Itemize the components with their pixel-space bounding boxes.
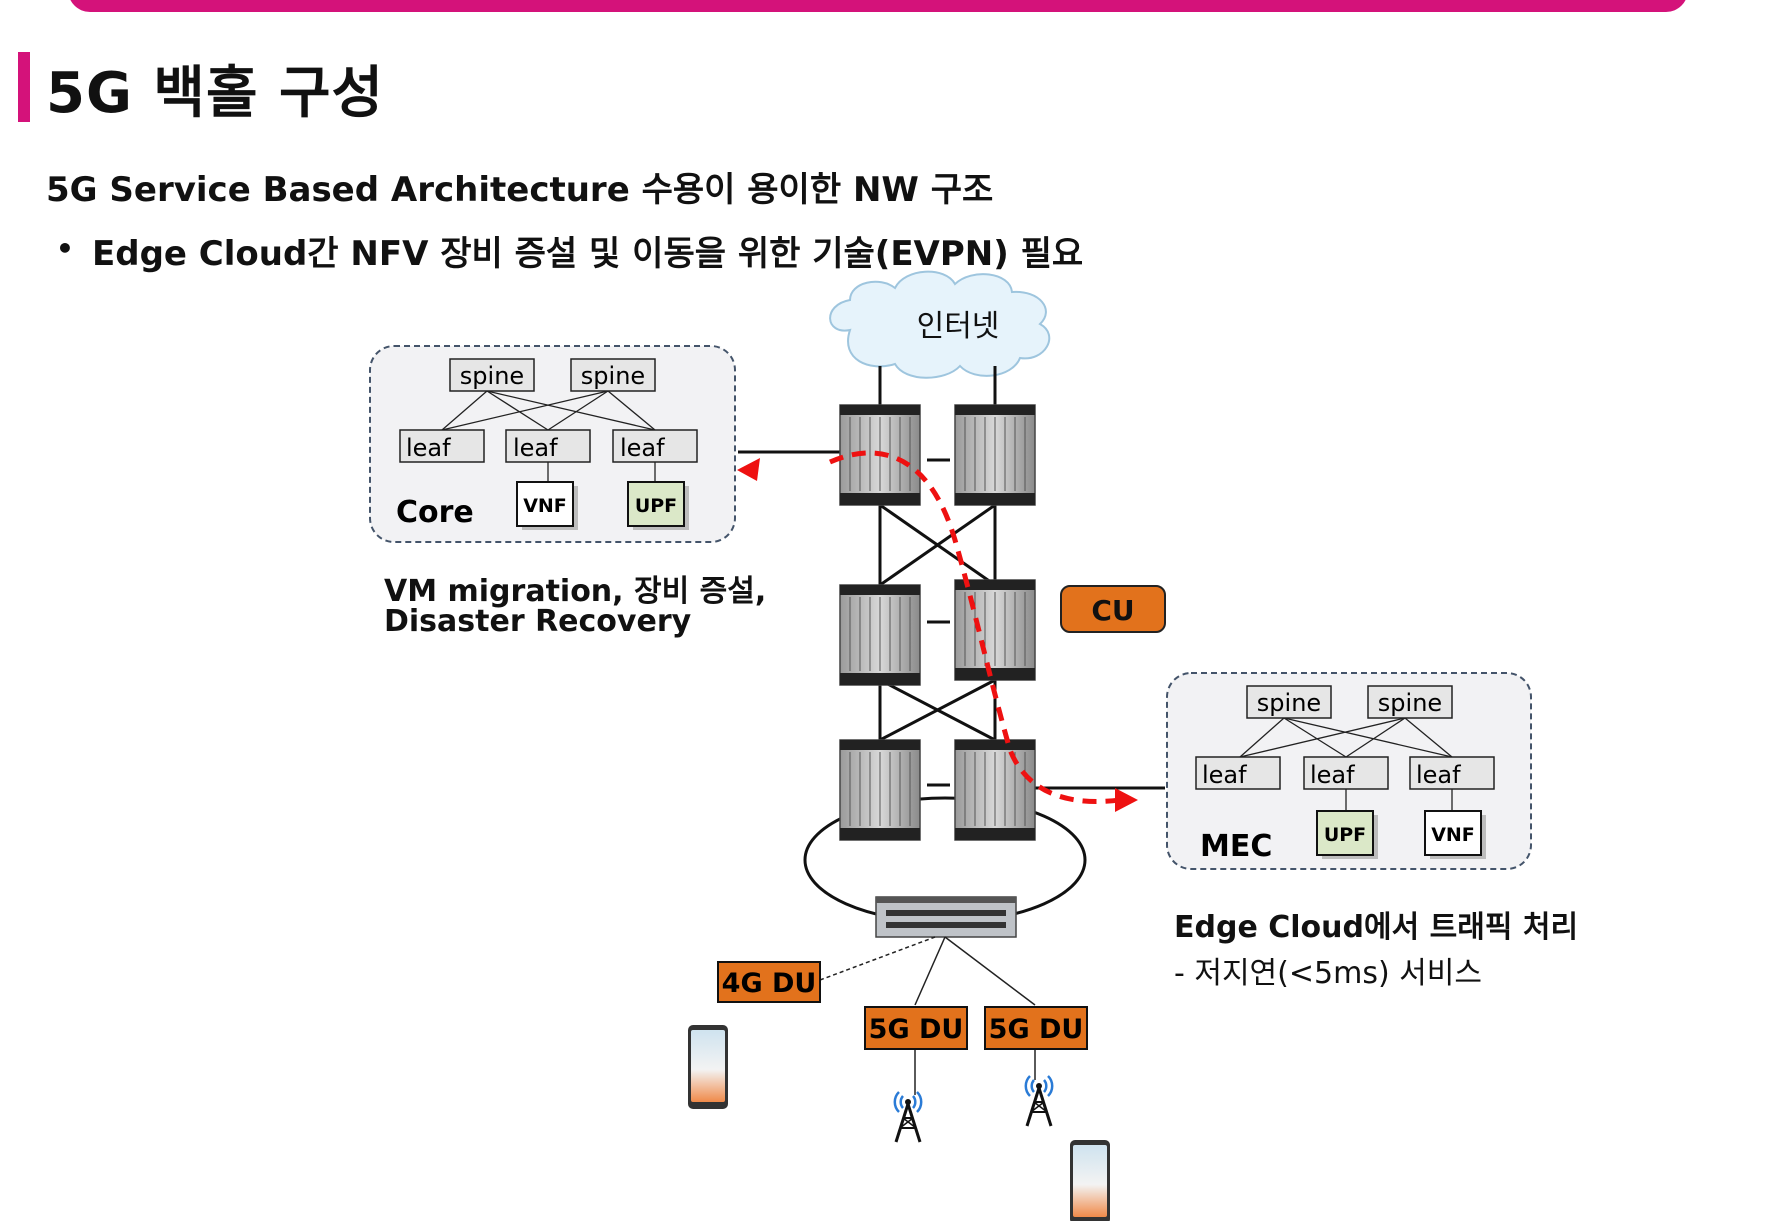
mec-upf-label: UPF — [1324, 824, 1366, 846]
core-caption-line2: Disaster Recovery — [384, 604, 692, 639]
router-links — [738, 366, 1165, 924]
mec-cluster — [1166, 672, 1532, 870]
core-name-label: Core — [396, 495, 474, 530]
core-cluster — [369, 345, 736, 543]
core-spine-label: spine — [581, 362, 645, 390]
migration-arrow — [828, 450, 1121, 804]
core-caption-line1: VM migration, 장비 증설, — [384, 574, 767, 609]
du-5g-label: 5G DU — [989, 1014, 1084, 1045]
core-upf-label: UPF — [635, 495, 677, 517]
mec-leaf-label: leaf — [1416, 761, 1461, 789]
switch-icon — [875, 896, 1017, 938]
mec-leaf-label: leaf — [1310, 761, 1355, 789]
top-accent-bar — [68, 0, 1688, 12]
mec-spine-label: spine — [1257, 689, 1321, 717]
du-links — [819, 936, 1036, 1095]
core-leaf-label: leaf — [513, 434, 558, 462]
title-accent-bar — [18, 52, 30, 122]
mec-caption-line2: - 저지연(<5ms) 서비스 — [1174, 956, 1482, 991]
core-leaf-label: leaf — [620, 434, 665, 462]
arrowhead-left — [737, 458, 760, 481]
cell-tower-icon — [1024, 1074, 1054, 1128]
cu-box — [1060, 585, 1166, 633]
mec-spine-label: spine — [1378, 689, 1442, 717]
bullet-text: Edge Cloud간 NFV 장비 증설 및 이동을 위한 기술(EVPN) … — [92, 234, 1084, 274]
cu-label: CU — [1091, 594, 1134, 627]
smartphone-icon — [1070, 1140, 1110, 1221]
bullet-marker: • — [56, 232, 74, 265]
core-vnf-label: VNF — [523, 495, 567, 517]
arrowhead-right — [1115, 788, 1138, 812]
internet-label: 인터넷 — [917, 309, 1000, 344]
core-leaf-label: leaf — [406, 434, 451, 462]
router-icon — [954, 404, 1036, 506]
router-icon — [954, 579, 1036, 681]
du-4g-box — [717, 961, 821, 1003]
smartphone-icon — [688, 1025, 728, 1109]
core-spine-label: spine — [460, 362, 524, 390]
router-icon — [839, 584, 921, 686]
du-5g-box — [984, 1006, 1088, 1050]
mec-caption-line1: Edge Cloud에서 트래픽 처리 — [1174, 910, 1579, 945]
router-icon — [954, 739, 1036, 841]
du-4g-label: 4G DU — [722, 968, 817, 999]
du-5g-label: 5G DU — [869, 1014, 964, 1045]
du-5g-box — [864, 1006, 968, 1050]
router-icon — [839, 739, 921, 841]
subtitle: 5G Service Based Architecture 수용이 용이한 NW… — [46, 170, 994, 210]
cell-tower-icon — [893, 1090, 923, 1144]
cloud-icon — [829, 270, 1051, 379]
mec-leaf-label: leaf — [1202, 761, 1247, 789]
mec-name-label: MEC — [1200, 829, 1272, 864]
mec-vnf-label: VNF — [1431, 824, 1475, 846]
page-title: 5G 백홀 구성 — [46, 61, 385, 126]
